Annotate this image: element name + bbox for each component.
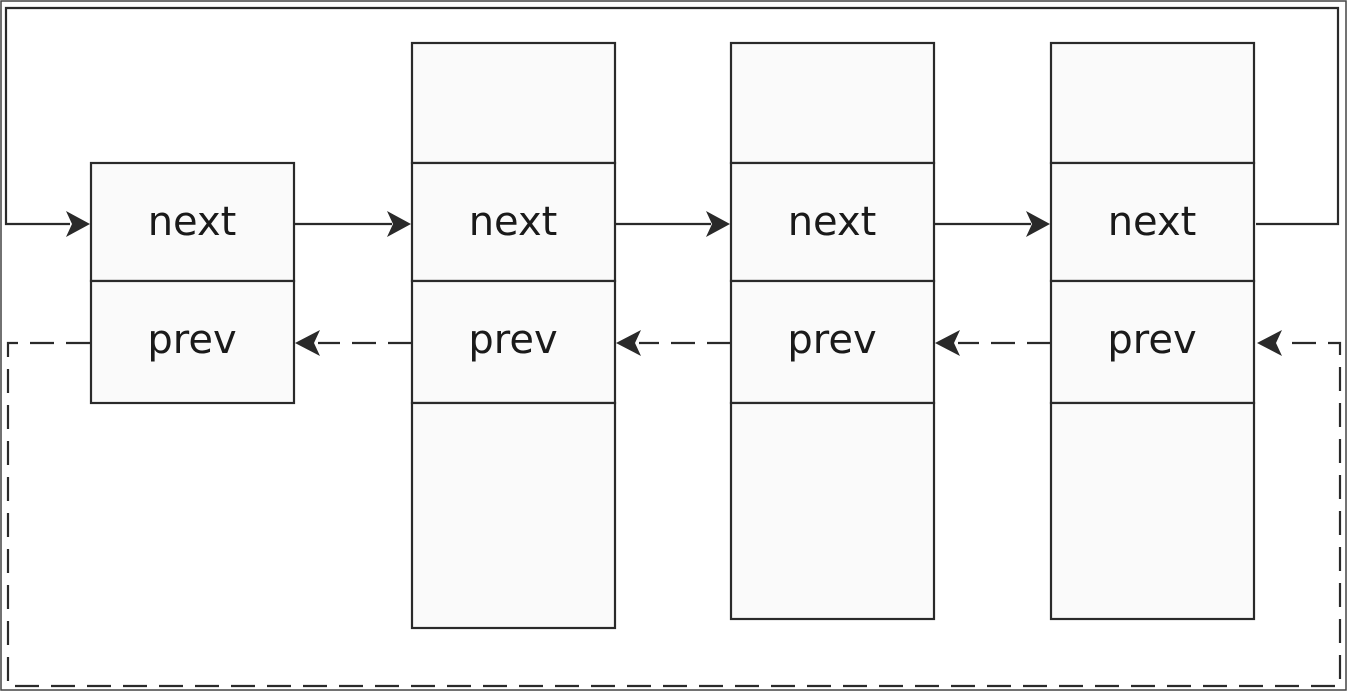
next-arrow-head-0-1: [387, 211, 411, 237]
node-0-next-field: [89, 161, 296, 283]
node-3-bottom-cell: [1049, 401, 1256, 621]
list-node-3: next prev: [1049, 41, 1256, 621]
node-0-prev-field: [89, 279, 296, 405]
node-2-next-label: next: [788, 199, 877, 245]
node-1-top-cell: [410, 41, 617, 165]
node-3-prev-field: [1049, 279, 1256, 405]
next-arrow-head-2-3: [1026, 211, 1050, 237]
node-0-prev-label: prev: [147, 317, 236, 363]
node-3-prev-label: prev: [1107, 317, 1196, 363]
node-2-prev-label: prev: [787, 317, 876, 363]
prev-arrow-head-2-1: [616, 330, 641, 356]
list-node-0: next prev: [89, 161, 296, 405]
node-1-next-label: next: [469, 199, 558, 245]
wrap-next-link: [4, 6, 1340, 226]
wrap-next-arrow-head: [66, 211, 90, 237]
node-3-next-field: [1049, 161, 1256, 283]
wrap-prev-link: [6, 341, 1342, 688]
node-2-top-cell: [729, 41, 936, 165]
list-node-1: next prev: [410, 41, 617, 630]
node-2-bottom-cell: [729, 401, 936, 621]
prev-arrow-head-1-0: [295, 330, 320, 356]
list-node-2: next prev: [729, 41, 936, 621]
node-1-next-field: [410, 161, 617, 283]
node-1-prev-label: prev: [468, 317, 557, 363]
node-0-next-label: next: [148, 199, 237, 245]
node-1-bottom-cell: [410, 401, 617, 630]
node-3-next-label: next: [1108, 199, 1197, 245]
wrap-prev-arrow-head: [1257, 330, 1282, 356]
next-arrow-head-1-2: [706, 211, 730, 237]
node-3-top-cell: [1049, 41, 1256, 165]
node-2-next-field: [729, 161, 936, 283]
prev-arrow-head-3-2: [935, 330, 960, 356]
